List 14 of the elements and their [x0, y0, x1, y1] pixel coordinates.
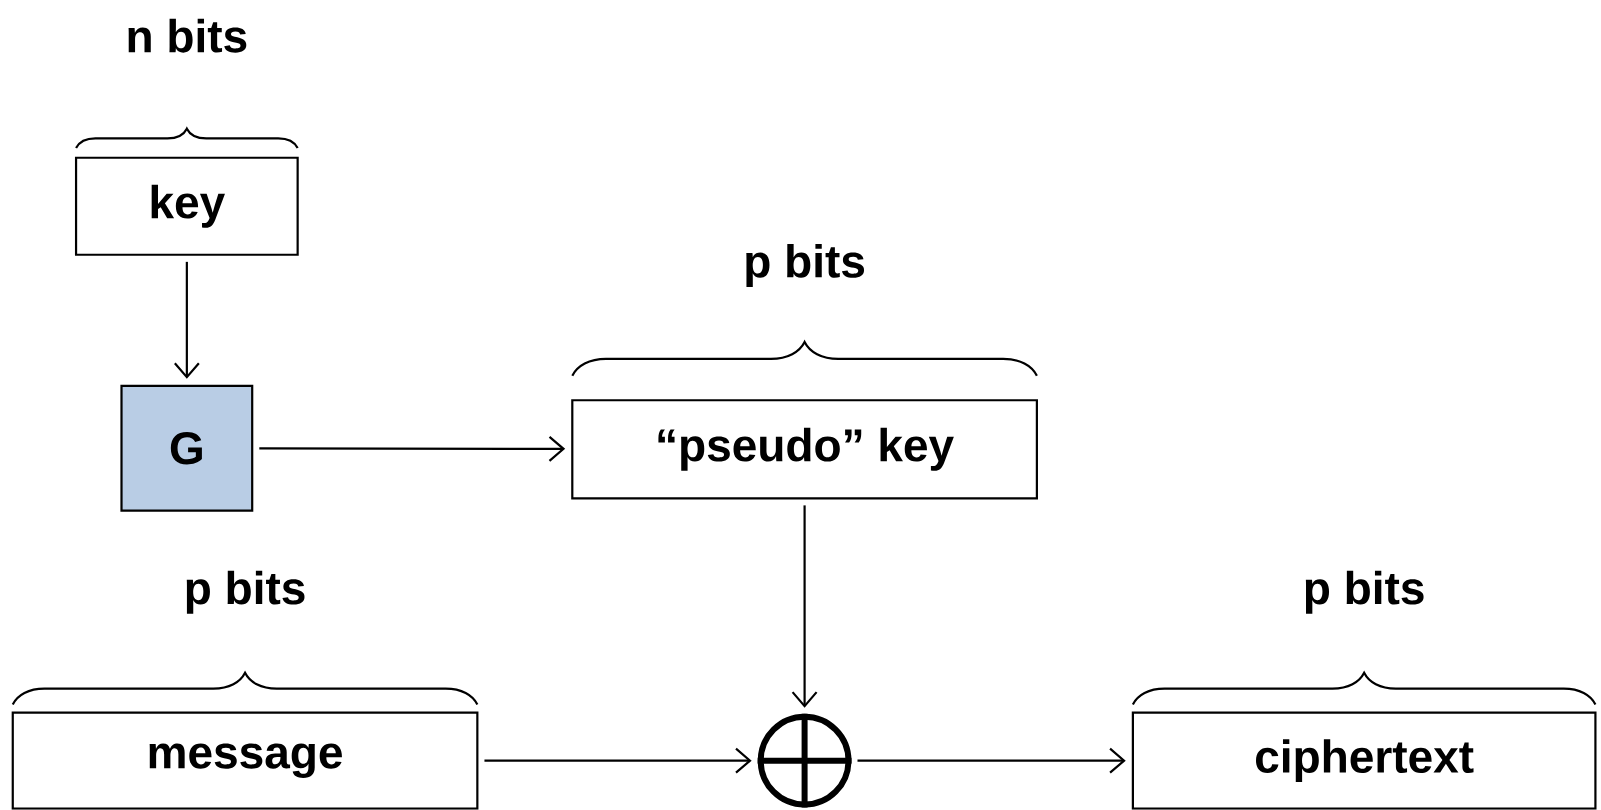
text-box: “pseudo” key: [571, 399, 1038, 500]
bits-label: n bits: [128, 19, 247, 53]
arrow: [174, 262, 200, 379]
arrow: [259, 436, 566, 462]
bits-label: p bits: [746, 244, 865, 288]
arrow: [484, 748, 752, 774]
bits-label: p bits: [1305, 570, 1424, 614]
generator-box: G: [120, 385, 254, 512]
text-box: ciphertext: [1131, 711, 1597, 810]
bits-label: p bits: [186, 570, 305, 614]
text-box: key: [74, 156, 299, 256]
arrow: [857, 748, 1126, 774]
arrow: [791, 505, 818, 708]
text-box: message: [11, 711, 479, 810]
